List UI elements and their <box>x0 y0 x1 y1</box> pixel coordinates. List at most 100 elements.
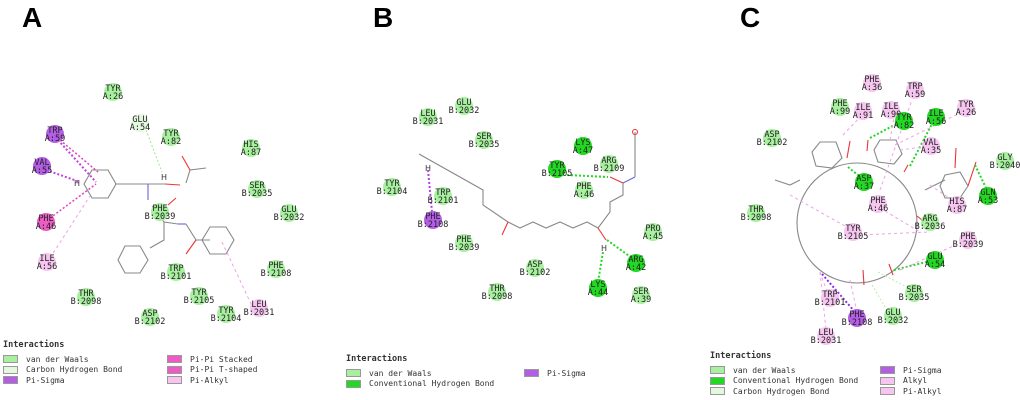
residue-disc <box>844 223 862 241</box>
residue-disc <box>434 187 452 205</box>
residue-name: ARG <box>922 214 937 224</box>
residue-disc <box>905 284 923 302</box>
legend-item: Carbon Hydrogen Bond <box>710 386 858 397</box>
residue-disc <box>855 173 873 191</box>
residue-id: A:54 <box>130 123 150 133</box>
residue-name: PHE <box>832 99 847 109</box>
legend-label: Pi-Sigma <box>26 375 65 385</box>
residue-id: B:2105 <box>542 169 573 179</box>
residue-id: B:2039 <box>145 212 176 222</box>
residue-id: B:2036 <box>915 222 946 232</box>
residue-disc <box>959 231 977 249</box>
residue-name: PHE <box>152 204 167 214</box>
residue-name: TYR <box>384 179 400 189</box>
legend-item: Pi-Alkyl <box>167 375 257 386</box>
residue-disc <box>77 288 95 306</box>
residue-name: PHE <box>576 182 591 192</box>
residue-disc <box>869 195 887 213</box>
residue-disc <box>895 112 913 130</box>
residue-disc <box>926 251 944 269</box>
residue-disc <box>548 160 566 178</box>
residue-name: PHE <box>870 196 885 206</box>
residue-disc <box>821 289 839 307</box>
residue-disc <box>151 203 169 221</box>
residue-id: A:26 <box>103 92 123 102</box>
residue-name: VAL <box>34 158 49 168</box>
legend-swatch <box>346 369 361 378</box>
legend-swatch <box>880 366 895 375</box>
residue-id: A:42 <box>626 263 646 273</box>
legend-item: van der Waals <box>710 365 858 376</box>
residue-id: B:2032 <box>274 213 305 223</box>
legend-item: Alkyl <box>880 376 942 387</box>
residue-id: B:2101 <box>428 196 459 206</box>
residue-disc <box>747 204 765 222</box>
legend-item: Pi-Sigma <box>3 375 122 386</box>
legend-swatch <box>167 376 182 385</box>
residue-disc <box>589 279 607 297</box>
residue-id: A:37 <box>854 182 874 192</box>
residue-name: ASP <box>527 260 542 270</box>
residue-name: TRP <box>822 290 837 300</box>
residue-name: VAL <box>923 138 938 148</box>
residue-name: THR <box>489 284 505 294</box>
residue-id: A:99 <box>830 107 850 117</box>
residue-name: TYR <box>896 113 912 123</box>
residue-disc <box>884 307 902 325</box>
residue-disc <box>162 128 180 146</box>
residue-disc <box>526 259 544 277</box>
residue-disc <box>957 99 975 117</box>
residue-name: PHE <box>38 214 53 224</box>
residue-name: GLU <box>885 308 900 318</box>
residue-id: B:2098 <box>482 292 513 302</box>
residue-disc <box>419 108 437 126</box>
residue-name: TYR <box>191 288 207 298</box>
residue-name: LEU <box>420 109 435 119</box>
legend-swatch <box>3 376 18 385</box>
ligand-c <box>774 99 989 331</box>
residue-name: TYR <box>105 84 121 94</box>
legend-swatch <box>524 369 539 378</box>
residue-id: B:2104 <box>211 314 242 324</box>
residue-id: B:2032 <box>449 106 480 116</box>
residue-name: PHE <box>425 212 440 222</box>
residue-disc <box>455 234 473 252</box>
residue-disc <box>600 155 618 173</box>
residue-disc <box>979 187 997 205</box>
legend-item: van der Waals <box>3 354 122 365</box>
residue-id: A:59 <box>45 134 65 144</box>
residue-id: B:2039 <box>953 240 984 250</box>
residue-name: ILE <box>855 103 870 113</box>
residue-id: B:2035 <box>242 189 273 199</box>
residue-id: B:2102 <box>520 268 551 278</box>
residue-id: B:2101 <box>815 298 846 308</box>
residue-disc <box>167 263 185 281</box>
residue-id: B:2098 <box>71 297 102 307</box>
residue-disc <box>33 157 51 175</box>
residue-name: ILE <box>39 254 54 264</box>
residue-id: A:87 <box>241 148 261 158</box>
residues: TYRA:26GLUA:54TYRA:82TRPA:59VALA:55PHEA:… <box>32 74 1020 346</box>
legend-title: Interactions <box>346 354 408 364</box>
legend-label: Conventional Hydrogen Bond <box>733 376 859 386</box>
